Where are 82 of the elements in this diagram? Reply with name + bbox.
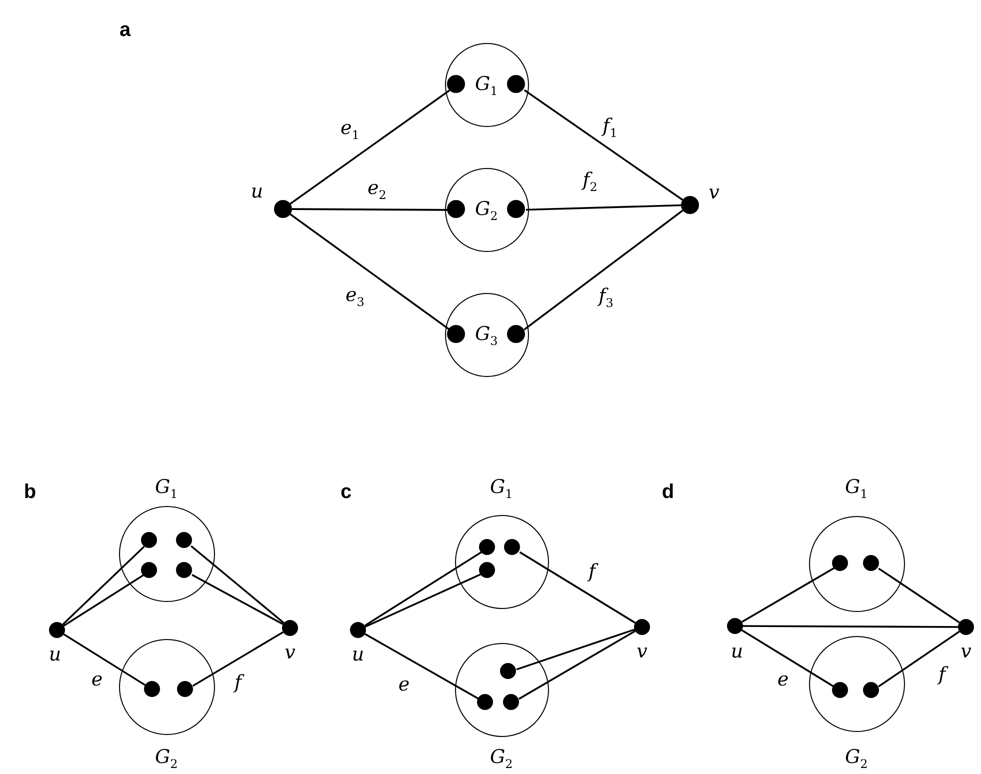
- edge-line: [290, 90, 450, 204]
- vertex-dot: [507, 325, 526, 344]
- edge-line: [62, 546, 145, 626]
- graph-label: G$_{1}$: [474, 76, 498, 98]
- edge-line: [878, 568, 960, 624]
- edge-line: [741, 629, 835, 688]
- vertex-dot: [477, 694, 494, 710]
- vertex-dot: [832, 555, 848, 572]
- vertex-dot: [507, 75, 526, 94]
- edge-line: [524, 210, 684, 330]
- vertex-label: u: [730, 642, 744, 662]
- vertex-dot: [447, 325, 466, 344]
- graph-label: G$_{1}$: [844, 478, 868, 500]
- vertex-dot: [507, 200, 526, 218]
- edge-line: [192, 574, 284, 625]
- vertex-dot: [500, 663, 516, 680]
- vertex-label: v: [284, 644, 296, 662]
- vertex-dot: [727, 618, 743, 634]
- subgraph-circle: [445, 43, 529, 127]
- vertex-dot: [144, 681, 160, 698]
- graph-label: G$_{3}$: [474, 326, 498, 348]
- panel-letter: b: [24, 482, 36, 502]
- edge-line: [192, 631, 284, 687]
- edge-line: [516, 628, 635, 670]
- vertex-label: v: [960, 642, 972, 662]
- vertex-dot: [634, 619, 650, 635]
- vertex-dot: [832, 682, 848, 698]
- edge-line: [190, 545, 284, 624]
- vertex-dot: [49, 622, 65, 638]
- subgraph-circle: [445, 168, 529, 252]
- vertex-dot: [504, 539, 520, 556]
- vertex-dot: [863, 682, 880, 698]
- vertex-label: v: [636, 642, 648, 662]
- edge-label: f: [232, 674, 244, 692]
- vertex-dot: [863, 555, 880, 572]
- graph-label: G$_{2}$: [474, 200, 498, 222]
- edge-line: [741, 567, 835, 623]
- vertex-dot: [274, 200, 292, 218]
- vertex-dot: [958, 619, 974, 635]
- vertex-dot: [681, 196, 699, 214]
- vertex-label: u: [250, 182, 264, 202]
- graph-label: G$_{1}$: [490, 478, 513, 500]
- vertex-dot: [350, 622, 366, 638]
- edge-line: [63, 574, 144, 626]
- vertex-dot: [177, 681, 194, 698]
- edge-label: f: [936, 666, 948, 684]
- edge-line: [290, 214, 450, 330]
- vertex-dot: [176, 562, 192, 578]
- vertex-dot: [141, 532, 158, 548]
- vertex-dot: [479, 539, 496, 556]
- vertex-dot: [503, 694, 520, 710]
- edge-line: [364, 552, 482, 626]
- panel-letter: a: [119, 20, 131, 40]
- edge-line: [526, 204, 682, 211]
- edge-line: [364, 633, 480, 700]
- subgraph-circle: [445, 293, 529, 377]
- edge-line: [292, 208, 448, 211]
- edge-line: [364, 573, 482, 628]
- vertex-dot: [176, 532, 192, 548]
- edge-line: [743, 625, 958, 628]
- graph-label: G$_{1}$: [154, 478, 178, 500]
- vertex-dot: [447, 75, 466, 94]
- edge-line: [63, 633, 147, 687]
- vertex-dot: [479, 562, 496, 578]
- panel-letter: d: [662, 482, 674, 502]
- vertex-label: u: [48, 646, 62, 664]
- edge-line: [878, 630, 960, 688]
- edge-label: f$_{3}$: [596, 287, 616, 309]
- vertex-label: v: [708, 184, 720, 202]
- panel-letter: c: [340, 482, 352, 502]
- vertex-dot: [447, 200, 466, 218]
- vertex-dot: [141, 562, 158, 578]
- vertex-label: u: [352, 646, 364, 664]
- edge-label: f: [586, 562, 598, 582]
- graph-label: G$_{2}$: [490, 748, 513, 770]
- graph-label: G$_{2}$: [844, 748, 868, 770]
- edge-line: [524, 89, 684, 201]
- edge-label: f$_{2}$: [580, 171, 600, 193]
- vertex-dot: [282, 620, 298, 636]
- edge-line: [519, 551, 636, 624]
- edge-line: [518, 630, 636, 700]
- graph-label: G$_{2}$: [154, 748, 178, 770]
